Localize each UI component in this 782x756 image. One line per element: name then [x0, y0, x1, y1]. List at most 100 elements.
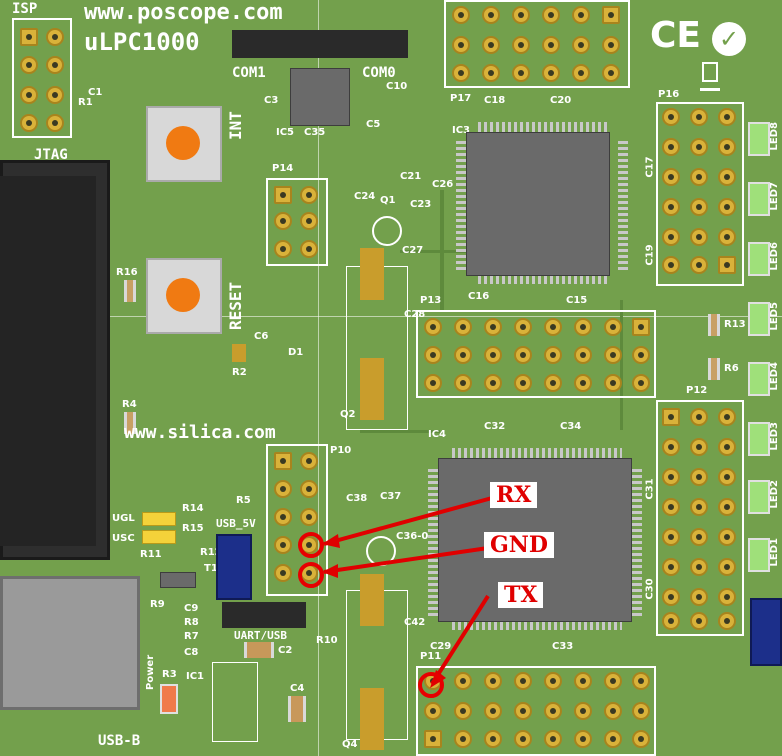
usb-b-label: USB-B — [98, 733, 141, 749]
p13-pin — [604, 346, 622, 364]
p17-label: P17 — [450, 93, 472, 104]
crosshair-horizontal — [0, 316, 782, 317]
t1-chip — [160, 572, 196, 588]
com-header — [232, 30, 408, 58]
p16-pin — [718, 108, 736, 126]
p12-pin — [690, 558, 708, 576]
r6-label: R6 — [724, 363, 739, 374]
p17-pin — [452, 64, 470, 82]
p16-pin — [690, 256, 708, 274]
p11-pin — [424, 730, 442, 748]
c37-label: C37 — [380, 491, 402, 502]
p14-pin — [274, 212, 292, 230]
r16-label: R16 — [116, 267, 138, 278]
r4 — [124, 412, 136, 434]
p17-pin — [572, 64, 590, 82]
r1-label: R1 — [78, 97, 93, 108]
p11-pin — [544, 730, 562, 748]
rx-arrowhead — [322, 534, 340, 548]
p13-pin — [632, 346, 650, 364]
p16-pin — [662, 168, 680, 186]
ic4-pins-left — [428, 466, 438, 616]
p16-pin — [662, 108, 680, 126]
p13-pin — [454, 318, 472, 336]
ic3-pins-left — [456, 138, 466, 270]
ic3-pins-right — [618, 138, 628, 270]
p11-pin — [454, 702, 472, 720]
p13-pin — [604, 318, 622, 336]
ic5-chip — [290, 68, 350, 126]
p12-outline — [656, 400, 744, 636]
p10-pin — [300, 508, 318, 526]
tx-pin-marker — [418, 672, 444, 698]
q4-label: Q4 — [342, 739, 358, 750]
p11-label: P11 — [420, 651, 442, 662]
t1-label: T1 — [204, 563, 218, 574]
p12-pin — [718, 612, 736, 630]
p13-pin — [544, 374, 562, 392]
p13-pin — [574, 318, 592, 336]
p17-pin — [542, 36, 560, 54]
p12-pin — [690, 468, 708, 486]
p13-outline — [416, 310, 656, 398]
c2-label: C2 — [278, 645, 293, 656]
r11-label: R11 — [140, 549, 162, 560]
p13-pin — [632, 318, 650, 336]
c27-label: C27 — [402, 245, 424, 256]
p12-pin — [718, 588, 736, 606]
c4-label: C4 — [290, 683, 305, 694]
p13-pin — [514, 374, 532, 392]
jumper-usc — [142, 530, 176, 544]
p13-pin — [454, 374, 472, 392]
p11-pin — [632, 702, 650, 720]
p17-pin — [542, 64, 560, 82]
p11-pin — [484, 672, 502, 690]
p14-pin — [274, 186, 292, 204]
tx-arrow — [430, 594, 490, 686]
p11-pin — [514, 702, 532, 720]
p13-pin — [632, 374, 650, 392]
p13-pin — [424, 374, 442, 392]
p13-pin — [424, 318, 442, 336]
p16-label: P16 — [658, 89, 680, 100]
com1-label: COM1 — [232, 65, 266, 81]
p10-pin — [300, 452, 318, 470]
p11-pin — [484, 730, 502, 748]
p10-outline — [266, 444, 328, 596]
isp-pin — [20, 86, 38, 104]
c18-label: C18 — [484, 95, 506, 106]
p11-pin — [632, 672, 650, 690]
p12-pin — [690, 498, 708, 516]
gnd-arrow — [323, 546, 489, 574]
p11-pin — [574, 702, 592, 720]
d1-label: D1 — [288, 347, 304, 358]
p14-pin — [274, 240, 292, 258]
p13-pin — [454, 346, 472, 364]
p12-pin — [718, 528, 736, 546]
q1-ring — [372, 216, 402, 246]
p13-pin — [424, 346, 442, 364]
p16-pin — [718, 138, 736, 156]
p17-pin — [452, 6, 470, 24]
c8-label: C8 — [184, 647, 199, 658]
r9-label: R9 — [150, 599, 165, 610]
p17-pin — [482, 64, 500, 82]
q4-pad — [360, 688, 384, 750]
p17-pin — [572, 6, 590, 24]
p16-pin — [662, 138, 680, 156]
c21-label: C21 — [400, 171, 422, 182]
led-3 — [748, 422, 770, 456]
p17-pin — [482, 6, 500, 24]
weee-bar — [700, 88, 720, 91]
p12-label: P12 — [686, 385, 708, 396]
c1-label: C1 — [88, 87, 103, 98]
p12-pin — [718, 558, 736, 576]
q2-label: Q2 — [340, 409, 356, 420]
p14-label: P14 — [272, 163, 294, 174]
gnd-label: GND — [484, 532, 554, 558]
p10-pin — [300, 480, 318, 498]
usb5v-label: USB_5V — [216, 517, 256, 530]
p12-pin — [690, 612, 708, 630]
c3-label: C3 — [264, 95, 279, 106]
power-led — [160, 684, 178, 714]
